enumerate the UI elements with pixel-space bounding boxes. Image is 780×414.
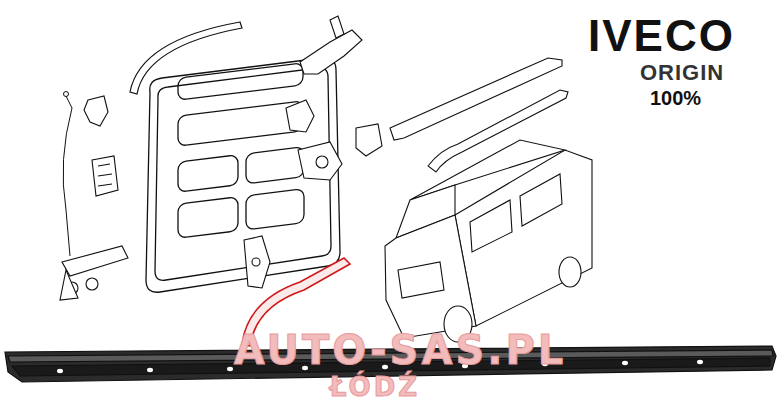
bottom-sill-strip-shape-shape	[57, 369, 63, 373]
brand-percent: 100%	[650, 88, 701, 108]
door-cable	[63, 92, 72, 257]
hinge-parts-shape	[62, 246, 128, 276]
brand-tagline: ORIGIN	[640, 62, 724, 84]
hinge-parts-shape	[84, 96, 108, 126]
latch-parts-shape	[356, 124, 382, 156]
door-panel-shape	[246, 189, 304, 230]
latch-parts-shape	[244, 236, 270, 288]
bottom-sill-strip-shape-shape	[227, 367, 233, 371]
bottom-sill-strip-shape-shape	[697, 360, 703, 364]
door-cable-shape	[64, 92, 69, 97]
door-cable-shape	[63, 96, 72, 256]
van-outline-shape	[398, 262, 444, 298]
door-panel-shape	[178, 63, 303, 100]
latch-parts-shape	[286, 100, 314, 132]
side-roof-strips-shape	[390, 58, 562, 140]
door-panel-shape	[178, 101, 303, 146]
hinge-parts-shape	[92, 156, 118, 196]
brand-logo: IVECO	[588, 14, 735, 58]
door-panel-shape	[246, 147, 304, 184]
hinge-parts-shape	[60, 270, 78, 300]
top-arc-strip	[130, 22, 242, 94]
hinge-parts	[60, 96, 128, 300]
latch-parts-shape	[316, 156, 328, 168]
hinge-parts-shape	[86, 278, 98, 290]
hinge-parts-shape	[98, 164, 112, 186]
latch-parts-shape	[252, 258, 260, 266]
latch-parts-shape	[300, 30, 362, 74]
top-arc-strip-shape	[130, 22, 242, 94]
latch-parts-shape	[330, 16, 344, 38]
latch-parts-shape	[298, 142, 342, 180]
latch-parts	[244, 16, 382, 288]
van-outline	[385, 140, 592, 342]
bottom-sill-strip-shape-shape	[622, 361, 628, 365]
door-panel-shape	[178, 155, 238, 192]
watermark: ŁÓDŹ	[330, 374, 420, 400]
door-panel-shape	[178, 197, 238, 238]
bottom-sill-strip-shape-shape	[147, 368, 153, 372]
watermark: AUTO-SAS.PL	[234, 330, 566, 370]
van-outline-shape	[559, 257, 581, 287]
van-outline-shape	[470, 174, 562, 252]
